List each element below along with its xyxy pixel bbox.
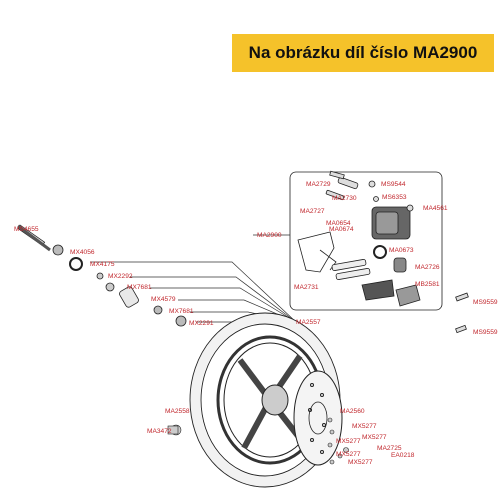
part-label: MA2557: [296, 319, 321, 326]
part-label: MA2730: [332, 195, 357, 202]
part-label: MA4561: [423, 205, 448, 212]
part-label: MX5277: [362, 434, 387, 441]
part-label: MX4579: [151, 296, 176, 303]
part-label: MA2900: [257, 232, 282, 239]
part-label: MB2581: [415, 281, 440, 288]
part-label: MA2731: [294, 284, 319, 291]
part-label: MA3472: [147, 428, 172, 435]
part-label: MX5277: [336, 451, 361, 458]
part-label: MA2558: [165, 408, 190, 415]
caliper-parts: [297, 170, 469, 334]
part-label: MS9559: [473, 329, 498, 336]
title-banner: Na obrázku díl číslo MA2900: [232, 34, 494, 72]
part-label: MA0654: [326, 220, 351, 227]
caliper-group-box: [289, 171, 443, 311]
part-label: MX5277: [352, 423, 377, 430]
disc-hardware: [167, 417, 349, 465]
banner-text: Na obrázku díl číslo MA2900: [248, 43, 478, 62]
part-label: EA0218: [391, 452, 415, 459]
part-label: MA2729: [306, 181, 331, 188]
axle-parts: [17, 224, 187, 327]
part-label: MX7681: [127, 284, 152, 291]
part-label: MX4056: [70, 249, 95, 256]
part-label: MX2291: [189, 320, 214, 327]
part-label: MA2725: [377, 445, 402, 452]
part-labels: MS4655 MX4056 MX4175 MX2292 MX7681 MX457…: [14, 181, 498, 466]
part-label: MX7681: [169, 308, 194, 315]
part-label: MS4655: [14, 226, 39, 233]
part-label: MX5277: [348, 459, 373, 466]
part-label: MA2560: [340, 408, 365, 415]
wheel: [189, 312, 341, 488]
brake-disc: [293, 370, 343, 466]
part-label: MA2727: [300, 208, 325, 215]
part-label: MA0674: [329, 226, 354, 233]
part-label: MS9559: [473, 299, 498, 306]
part-label: MA0673: [389, 247, 414, 254]
part-label: MX2292: [108, 273, 133, 280]
part-label: MX5277: [336, 438, 361, 445]
part-label: MS6353: [382, 194, 407, 201]
part-label: MA2726: [415, 264, 440, 271]
part-label: MX4175: [90, 261, 115, 268]
part-label: MS9544: [381, 181, 406, 188]
